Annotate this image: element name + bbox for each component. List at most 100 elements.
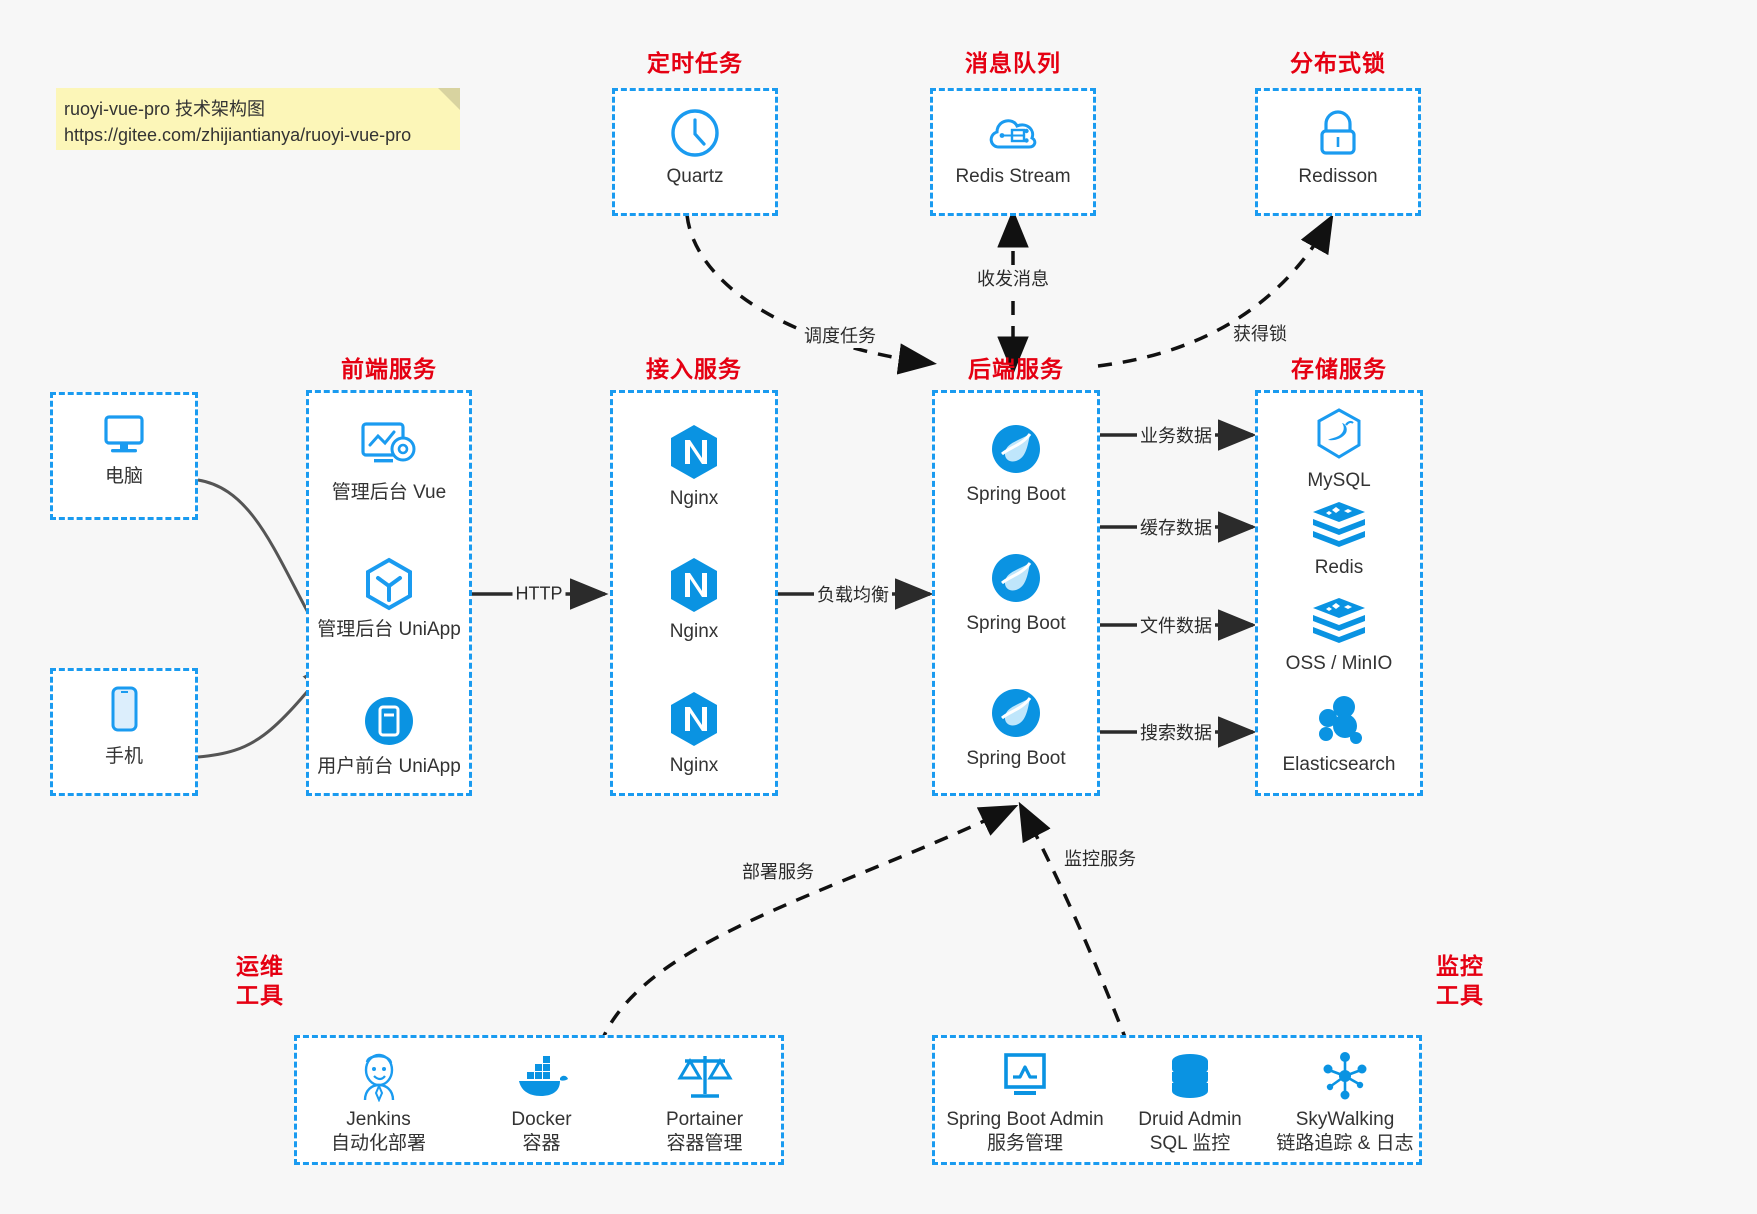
node-admin-uniapp[interactable]: 管理后台 UniApp xyxy=(309,556,469,642)
note-url: https://gitee.com/zhijiantianya/ruoyi-vu… xyxy=(64,125,412,146)
node-nginx-3[interactable]: Nginx xyxy=(613,690,775,778)
node-nginx-1[interactable]: Nginx xyxy=(613,423,775,511)
edge-label-search-data: 搜索数据 xyxy=(1137,719,1215,745)
node-springboot-2-label: Spring Boot xyxy=(966,613,1066,634)
node-docker-label: Docker xyxy=(511,1109,572,1130)
cloud-stream-icon xyxy=(989,119,1037,149)
node-redis-label: Redis xyxy=(1314,557,1364,578)
group-box-frontend: 管理后台 Vue 管理后台 UniApp 用户前台 UniApp xyxy=(306,390,472,796)
node-mysql[interactable]: MySQL xyxy=(1258,407,1420,493)
node-springboot-2[interactable]: Spring Boot xyxy=(935,550,1097,636)
redis-stack-icon xyxy=(1313,502,1365,547)
note-folded-corner xyxy=(438,88,460,110)
cube-icon xyxy=(366,557,412,611)
group-title-devops: 运维 工具 xyxy=(228,952,292,1010)
edge-label-load-balance: 负载均衡 xyxy=(814,581,892,607)
note-title: ruoyi-vue-pro 技术架构图 xyxy=(64,99,266,119)
group-box-scheduler: Quartz xyxy=(612,88,778,216)
app-circle-icon xyxy=(365,697,413,745)
node-spring-boot-admin[interactable]: Spring Boot Admin 服务管理 xyxy=(935,1050,1115,1156)
nginx-icon xyxy=(671,558,717,612)
group-box-backend: Spring Boot Spring Boot Spring Boot xyxy=(932,390,1100,796)
group-title-lock: 分布式锁 xyxy=(1290,50,1386,76)
edge-label-schedule-task: 调度任务 xyxy=(801,322,879,348)
node-redis-stream[interactable]: Redis Stream xyxy=(933,107,1093,189)
diagram-note: ruoyi-vue-pro 技术架构图 https://gitee.com/zh… xyxy=(56,88,460,150)
edge-label-file-data: 文件数据 xyxy=(1137,612,1215,638)
edge-label-monitor-service: 监控服务 xyxy=(1061,845,1139,871)
group-title-scheduler: 定时任务 xyxy=(647,50,743,76)
node-nginx-1-label: Nginx xyxy=(669,488,719,509)
node-druid-admin-sub: SQL 监控 xyxy=(1149,1132,1231,1154)
node-springboot-3[interactable]: Spring Boot xyxy=(935,685,1097,771)
node-box-pc[interactable]: 电脑 xyxy=(50,392,198,520)
node-jenkins-label: Jenkins xyxy=(346,1109,411,1130)
node-springboot-3-label: Spring Boot xyxy=(966,748,1066,769)
node-portainer-label: Portainer xyxy=(665,1109,744,1130)
node-skywalking-sub: 链路追踪 & 日志 xyxy=(1276,1132,1414,1154)
node-pc[interactable]: 电脑 xyxy=(53,411,195,489)
node-portainer[interactable]: Portainer 容器管理 xyxy=(623,1050,786,1156)
mysql-dolphin-icon xyxy=(1317,408,1361,459)
node-spring-boot-admin-label: Spring Boot Admin xyxy=(946,1109,1104,1130)
node-skywalking-label: SkyWalking xyxy=(1295,1109,1395,1130)
node-nginx-2[interactable]: Nginx xyxy=(613,556,775,644)
nginx-icon xyxy=(671,425,717,479)
edge-label-deploy-service: 部署服务 xyxy=(739,858,817,884)
node-portainer-sub: 容器管理 xyxy=(666,1132,743,1154)
node-quartz[interactable]: Quartz xyxy=(615,107,775,189)
desktop-icon xyxy=(104,415,144,453)
clock-icon xyxy=(671,109,719,157)
node-skywalking[interactable]: SkyWalking 链路追踪 & 日志 xyxy=(1265,1050,1425,1156)
edge-label-business-data: 业务数据 xyxy=(1137,422,1215,448)
node-box-phone[interactable]: 手机 xyxy=(50,668,198,796)
node-quartz-label: Quartz xyxy=(666,166,724,187)
docker-whale-icon xyxy=(518,1056,568,1096)
node-user-uniapp[interactable]: 用户前台 UniApp xyxy=(309,693,469,779)
group-box-lock: Redisson xyxy=(1255,88,1421,216)
node-spring-boot-admin-sub: 服务管理 xyxy=(986,1132,1063,1154)
group-title-frontend: 前端服务 xyxy=(341,356,437,382)
group-box-monitor: Spring Boot Admin 服务管理 Druid Admin SQL 监… xyxy=(932,1035,1422,1165)
group-title-monitor-line1: 监控 xyxy=(1436,953,1484,979)
edge-label-http: HTTP xyxy=(512,583,566,605)
scales-icon xyxy=(676,1056,733,1098)
node-redis-stream-label: Redis Stream xyxy=(955,166,1071,187)
group-box-gateway: Nginx Nginx Nginx xyxy=(610,390,778,796)
node-druid-admin[interactable]: Druid Admin SQL 监控 xyxy=(1115,1050,1265,1156)
mobile-icon xyxy=(111,686,138,732)
node-elasticsearch-label: Elasticsearch xyxy=(1282,754,1396,775)
group-box-storage: MySQL Redis OSS / MinIO xyxy=(1255,390,1423,796)
node-redisson[interactable]: Redisson xyxy=(1258,107,1418,189)
skywalking-icon xyxy=(1323,1052,1367,1100)
group-title-devops-line1: 运维 xyxy=(236,953,284,979)
node-mysql-label: MySQL xyxy=(1307,470,1371,491)
node-admin-vue[interactable]: 管理后台 Vue xyxy=(309,419,469,505)
database-icon xyxy=(1172,1054,1208,1098)
node-springboot-1[interactable]: Spring Boot xyxy=(935,421,1097,507)
node-druid-admin-label: Druid Admin xyxy=(1138,1109,1242,1130)
group-title-monitor-line2: 工具 xyxy=(1436,981,1484,1008)
node-user-uniapp-label: 用户前台 UniApp xyxy=(317,756,461,777)
node-admin-uniapp-label: 管理后台 UniApp xyxy=(317,619,461,640)
node-jenkins[interactable]: Jenkins 自动化部署 xyxy=(297,1050,460,1156)
group-title-gateway: 接入服务 xyxy=(646,356,742,382)
node-redis[interactable]: Redis xyxy=(1258,500,1420,580)
node-elasticsearch[interactable]: Elasticsearch xyxy=(1258,693,1420,777)
group-box-mq: Redis Stream xyxy=(930,88,1096,216)
oss-stack-icon xyxy=(1313,598,1365,643)
nginx-icon xyxy=(671,692,717,746)
node-oss-minio-label: OSS / MinIO xyxy=(1285,653,1393,674)
edge-label-acquire-lock: 获得锁 xyxy=(1230,320,1290,346)
group-title-storage: 存储服务 xyxy=(1291,356,1387,382)
node-jenkins-sub: 自动化部署 xyxy=(330,1132,426,1154)
group-title-mq: 消息队列 xyxy=(965,50,1061,76)
node-phone[interactable]: 手机 xyxy=(53,685,195,769)
node-docker[interactable]: Docker 容器 xyxy=(460,1050,623,1156)
node-docker-sub: 容器 xyxy=(522,1132,561,1154)
node-oss-minio[interactable]: OSS / MinIO xyxy=(1258,596,1420,676)
node-nginx-2-label: Nginx xyxy=(669,621,719,642)
node-phone-label: 手机 xyxy=(104,746,143,767)
